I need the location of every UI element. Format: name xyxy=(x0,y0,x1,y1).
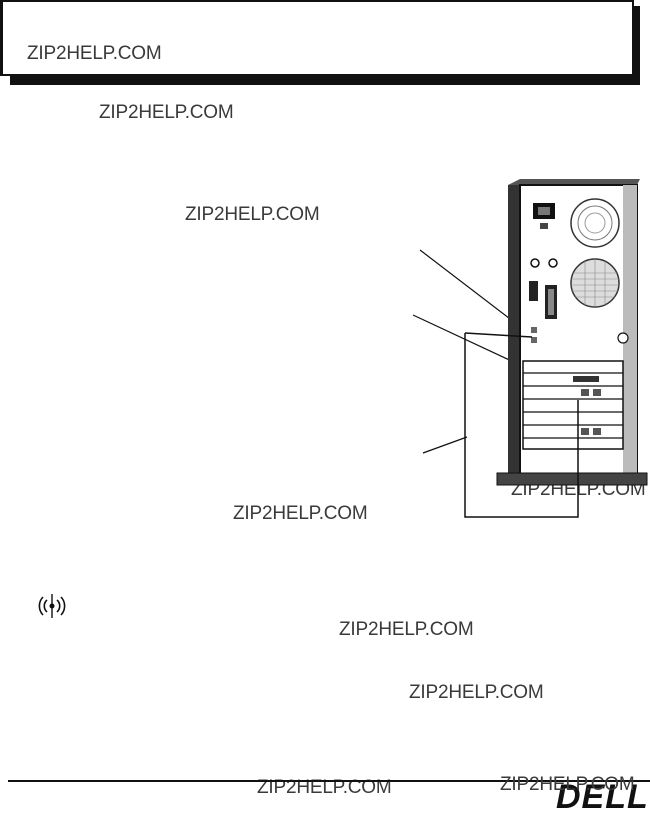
watermark-text: ZIP2HELP.COM xyxy=(185,204,320,225)
expansion-slots xyxy=(523,372,623,439)
card-port xyxy=(581,428,589,435)
expansion-area xyxy=(522,360,624,450)
computer-back-panel-diagram xyxy=(412,179,648,518)
tower-edge-shade xyxy=(623,185,637,475)
network-cable-top xyxy=(464,332,533,338)
header-shadow-bottom xyxy=(10,76,640,85)
watermark-text: ZIP2HELP.COM xyxy=(409,682,544,703)
ps2-port xyxy=(530,258,540,268)
serial-port xyxy=(529,281,538,301)
fan-grille xyxy=(571,259,619,307)
header-shadow-right xyxy=(634,6,640,85)
header-box xyxy=(0,0,634,76)
watermark-text: ZIP2HELP.COM xyxy=(257,777,392,798)
footer-rule xyxy=(8,780,650,782)
tower-base xyxy=(496,472,648,486)
card-port xyxy=(593,428,601,435)
fan-top-ring xyxy=(577,205,613,241)
network-cable xyxy=(464,333,579,518)
audio-jack xyxy=(531,337,537,343)
fan-top-ring-inner xyxy=(584,212,606,234)
card-port xyxy=(593,389,601,396)
watermark-text: ZIP2HELP.COM xyxy=(27,43,162,64)
watermark-text: ZIP2HELP.COM xyxy=(233,503,368,524)
card-port xyxy=(581,389,589,396)
wireless-signal-icon xyxy=(38,594,66,618)
tower-top xyxy=(508,179,640,185)
parallel-port-pins xyxy=(548,289,554,315)
callout-line xyxy=(422,436,468,454)
power-connector-inner xyxy=(538,207,550,215)
network-card-connector xyxy=(573,376,599,382)
audio-jack xyxy=(531,327,537,333)
ps2-port xyxy=(548,258,558,268)
chassis-screw xyxy=(617,332,629,344)
tower-side xyxy=(508,185,520,475)
watermark-text: ZIP2HELP.COM xyxy=(339,619,474,640)
watermark-text: ZIP2HELP.COM xyxy=(99,102,234,123)
voltage-switch xyxy=(540,223,548,229)
watermark-text: ZIP2HELP.COM xyxy=(500,774,635,795)
